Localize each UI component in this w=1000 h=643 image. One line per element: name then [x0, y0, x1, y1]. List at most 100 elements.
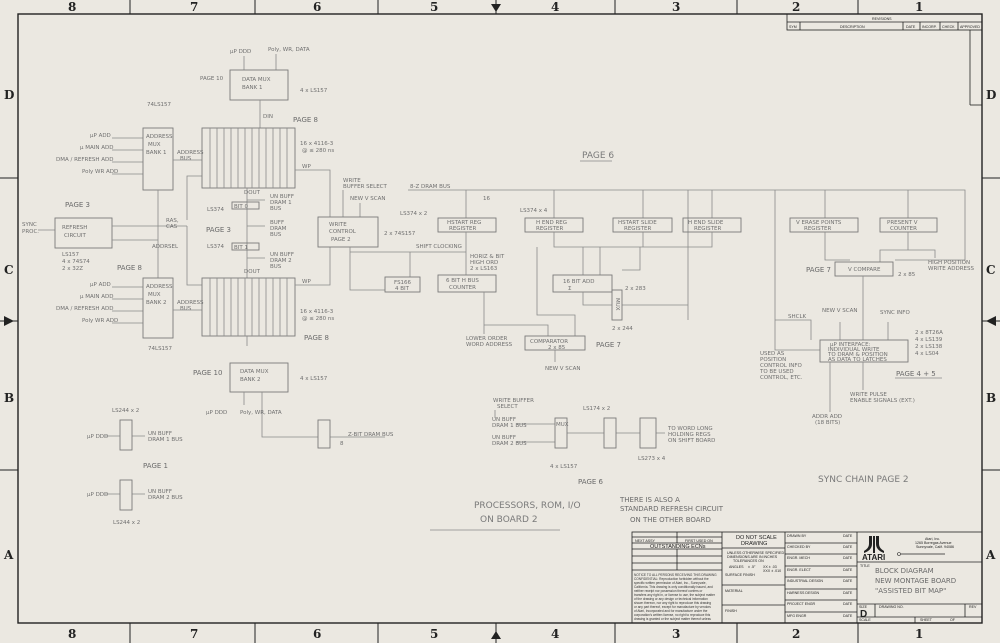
diagram-label: ADDRESS — [177, 150, 204, 156]
diagram-label: DATE — [843, 602, 853, 606]
diagram-label: CHECKED BY — [787, 545, 811, 549]
diagram-label: CAS — [166, 224, 178, 230]
diagram-label: MUX — [614, 298, 620, 311]
diagram-label: or any part thereof, except for manufact… — [634, 605, 711, 609]
diagram-label: FIRST USED ON — [685, 539, 713, 543]
diagram-label: REGISTER — [536, 226, 564, 232]
diagram-line — [112, 286, 143, 324]
hstart-register — [437, 217, 497, 233]
diagram-label: 7 — [190, 627, 198, 641]
diagram-label: NEW V SCAN — [822, 308, 858, 314]
diagram-label: BIT 1 — [234, 245, 248, 251]
diagram-line — [829, 362, 864, 412]
diagram-label: 4 x LS139 — [915, 337, 943, 343]
diagram-label: 2 x 85 — [548, 345, 566, 351]
diagram-line — [173, 226, 202, 311]
data-mux-bank-1 — [229, 69, 289, 101]
diagram-label: DO NOT SCALE — [736, 535, 777, 541]
bit1-latch — [231, 242, 260, 251]
diagram-label: Poly, WR, DATA — [268, 47, 310, 53]
diagram-label: TO BE USED — [759, 369, 794, 375]
diagram-label: HORIZ & BIT — [470, 254, 505, 260]
diagram-label: 2 x 244 — [612, 326, 633, 332]
diagram-line — [342, 190, 361, 217]
diagram-label: DIN — [263, 114, 273, 120]
diagram-block — [631, 531, 983, 624]
diagram-label: BLOCK DIAGRAM — [875, 567, 934, 575]
diagram-label: BUS — [180, 156, 192, 162]
diagram-label: FS166 — [394, 280, 412, 286]
diagram-label: LS374 x 4 — [520, 208, 548, 214]
diagram-label: PAGE 1 — [143, 462, 168, 470]
diagram-label: CHECK — [942, 25, 955, 29]
diagram-label: DESCRIPTION — [840, 25, 865, 29]
diagram-label: 4 x LS04 — [915, 351, 939, 357]
diagram-label: 4 x LS157 — [550, 464, 578, 470]
diagram-label: 5 — [430, 627, 438, 641]
diagram-label: ENABLE SIGNALS (EXT.) — [850, 398, 915, 404]
diagram-label: PROC. — [22, 229, 39, 235]
diagram-label: LS374 x 2 — [400, 211, 427, 217]
diagram-label: µ MAIN ADD — [80, 145, 113, 151]
diagram-label: ON BOARD 2 — [480, 515, 538, 525]
diagram-label: C — [986, 263, 996, 277]
diagram-label: BUS — [180, 306, 192, 312]
diagram-line — [209, 128, 288, 188]
diagram-label: DATA MUX — [240, 369, 269, 375]
diagram-line — [897, 552, 901, 556]
diagram-label: PAGE 3 — [65, 201, 90, 209]
diagram-label: DRAWN BY — [787, 534, 807, 538]
diagram-label: DRAM 1 — [270, 200, 292, 206]
confidentiality-notice: NOTICE TO ALL PERSONS RECEIVING THIS DRA… — [634, 573, 717, 621]
16-bit-adder — [552, 274, 613, 293]
diagram-line — [209, 278, 288, 336]
diagram-block — [201, 277, 296, 337]
diagram-label: CONTROL, ETC. — [760, 375, 803, 381]
diagram-label: of Atari, Incorporated and for manufactu… — [634, 609, 708, 613]
diagram-label: Poly WR ADD — [82, 318, 118, 324]
diagram-label: FINISH — [725, 609, 737, 613]
diagram-label: 2 — [792, 627, 800, 641]
up-interface — [819, 339, 909, 363]
diagram-label: NEW MONTAGE BOARD — [875, 577, 956, 585]
diagram-label: MUX — [148, 292, 161, 298]
diagram-line — [243, 392, 385, 438]
diagram-label: 6 BIT H BUS — [446, 278, 479, 284]
diagram-label: REGISTER — [624, 226, 652, 232]
diagram-label: (18 BITS) — [815, 420, 840, 426]
diagram-line — [408, 189, 966, 261]
diagram-label: HOLDING REGS — [668, 432, 711, 438]
diagram-label: DRAM 2 — [270, 258, 292, 264]
diagram-label: CONTROL INFO — [760, 363, 803, 369]
diagram-label: COMPARATOR — [530, 339, 568, 345]
diagram-label: specific written permission of Atari, In… — [634, 581, 707, 585]
diagram-label: TO DRAM & POSITION — [827, 352, 888, 358]
diagram-label: UN BUFF — [270, 252, 294, 258]
diagram-label: OUTSTANDING ECNs — [650, 544, 706, 550]
diagram-label: WRITE ADDRESS — [928, 266, 974, 272]
diagram-line — [824, 232, 936, 262]
diagram-label: BIT 0 — [234, 204, 249, 210]
diagram-label: B — [4, 391, 14, 405]
diagram-label: 1265 Borregas Avenue — [915, 541, 952, 545]
diagram-label: A — [3, 548, 14, 562]
diagram-label: PAGE 6 — [578, 478, 604, 486]
diagram-label: µP DDD — [230, 49, 251, 55]
diagram-line — [295, 169, 331, 217]
diagram-label: SHIFT CLOCKING — [416, 244, 462, 250]
diagram-label: RAS, — [166, 218, 179, 224]
diagram-label: WP — [302, 164, 311, 170]
diagram-line — [243, 54, 277, 70]
diagram-label: 4 — [551, 0, 559, 14]
bidirectional-buffer — [317, 419, 331, 449]
diagram-line — [483, 247, 576, 336]
diagram-label: WRITE PULSE — [850, 392, 887, 398]
hstart-slide-register — [612, 217, 673, 233]
present-v-counter — [879, 217, 938, 233]
diagram-label: PAGE 7 — [596, 341, 621, 349]
write-buffer-mux — [554, 417, 568, 449]
dram-bank-2 — [201, 277, 296, 337]
